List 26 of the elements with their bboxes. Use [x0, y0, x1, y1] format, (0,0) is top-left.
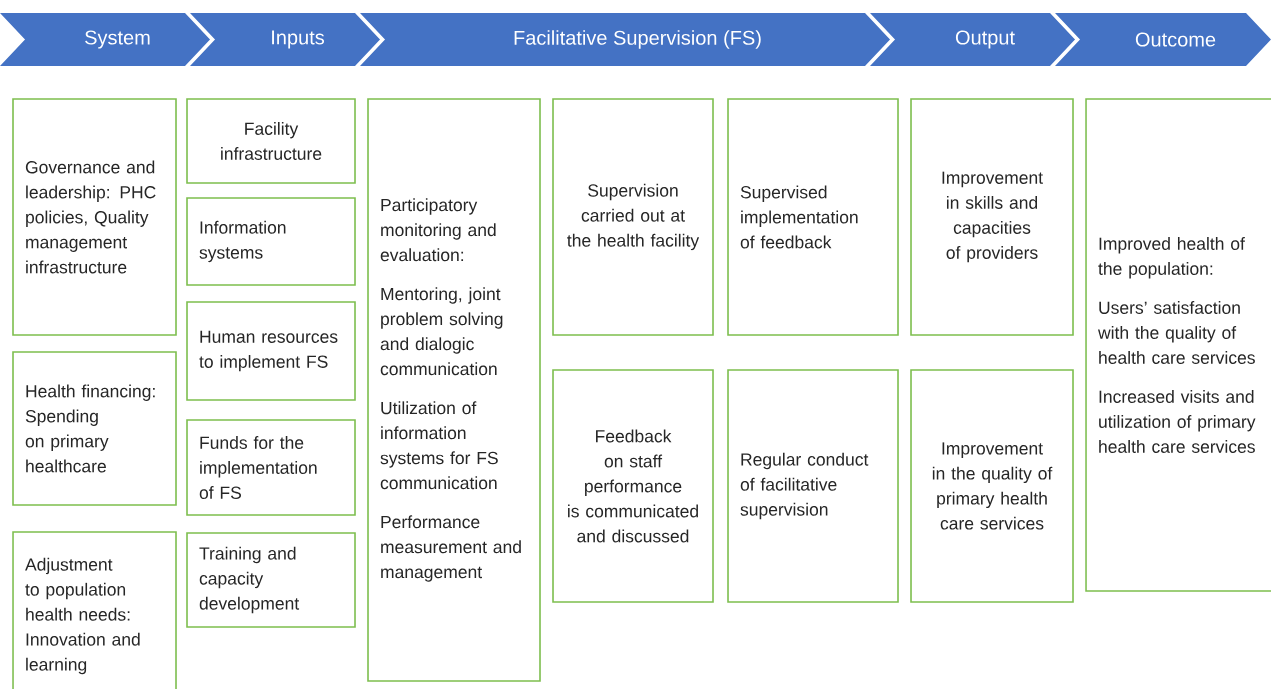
text-box: Health financing: Spending on primary healthcare	[12, 351, 177, 506]
text-box: Governance and leadership: PHC policies, Quality management infrastructure	[12, 98, 177, 336]
text-box: Facility infrastructure	[186, 98, 356, 184]
node-label: Output	[955, 30, 1015, 49]
text-box: Improvement in skills and capacities of providers	[910, 98, 1074, 336]
stage-header: Output	[870, 13, 1075, 66]
stage-header: Facilitative Supervision (FS)	[360, 13, 890, 66]
node-label: Facilitative Supervision (FS)	[514, 30, 761, 49]
text-box: Supervised implementation of feedback	[727, 98, 899, 336]
text-box: Regular conduct of facilitative supervision	[727, 369, 899, 603]
text-box: Funds for the implementation of FS	[186, 419, 356, 516]
node-label: System	[85, 30, 150, 49]
text-box: Human resources to implement FS	[186, 301, 356, 401]
text-box: Participatory monitoring and evaluation: Mentoring, joint problem solving and dialogic communication Utilization of information systems for FS communication Performance measurement and management	[367, 98, 541, 682]
stage-header: Outcome	[1055, 13, 1271, 66]
node-label: Outcome	[1135, 32, 1216, 47]
node-label: Inputs	[272, 30, 325, 49]
stage-header: Inputs	[190, 13, 380, 66]
text-box: Training and capacity development	[186, 532, 356, 628]
text-box: Feedback on staff performance is communicated and discussed	[552, 369, 714, 603]
text-box: Improved health of the population: Users’ satisfaction with the quality of health care services Increased visits and utilization of primary health care services	[1085, 98, 1271, 592]
text-box: Supervision carried out at the health facility	[552, 98, 714, 336]
stage-header: System	[0, 13, 210, 66]
text-box: Information systems	[186, 197, 356, 286]
text-box: Adjustment to population health needs: Innovation and learning	[12, 531, 177, 689]
text-box: Improvement in the quality of primary health care services	[910, 369, 1074, 603]
